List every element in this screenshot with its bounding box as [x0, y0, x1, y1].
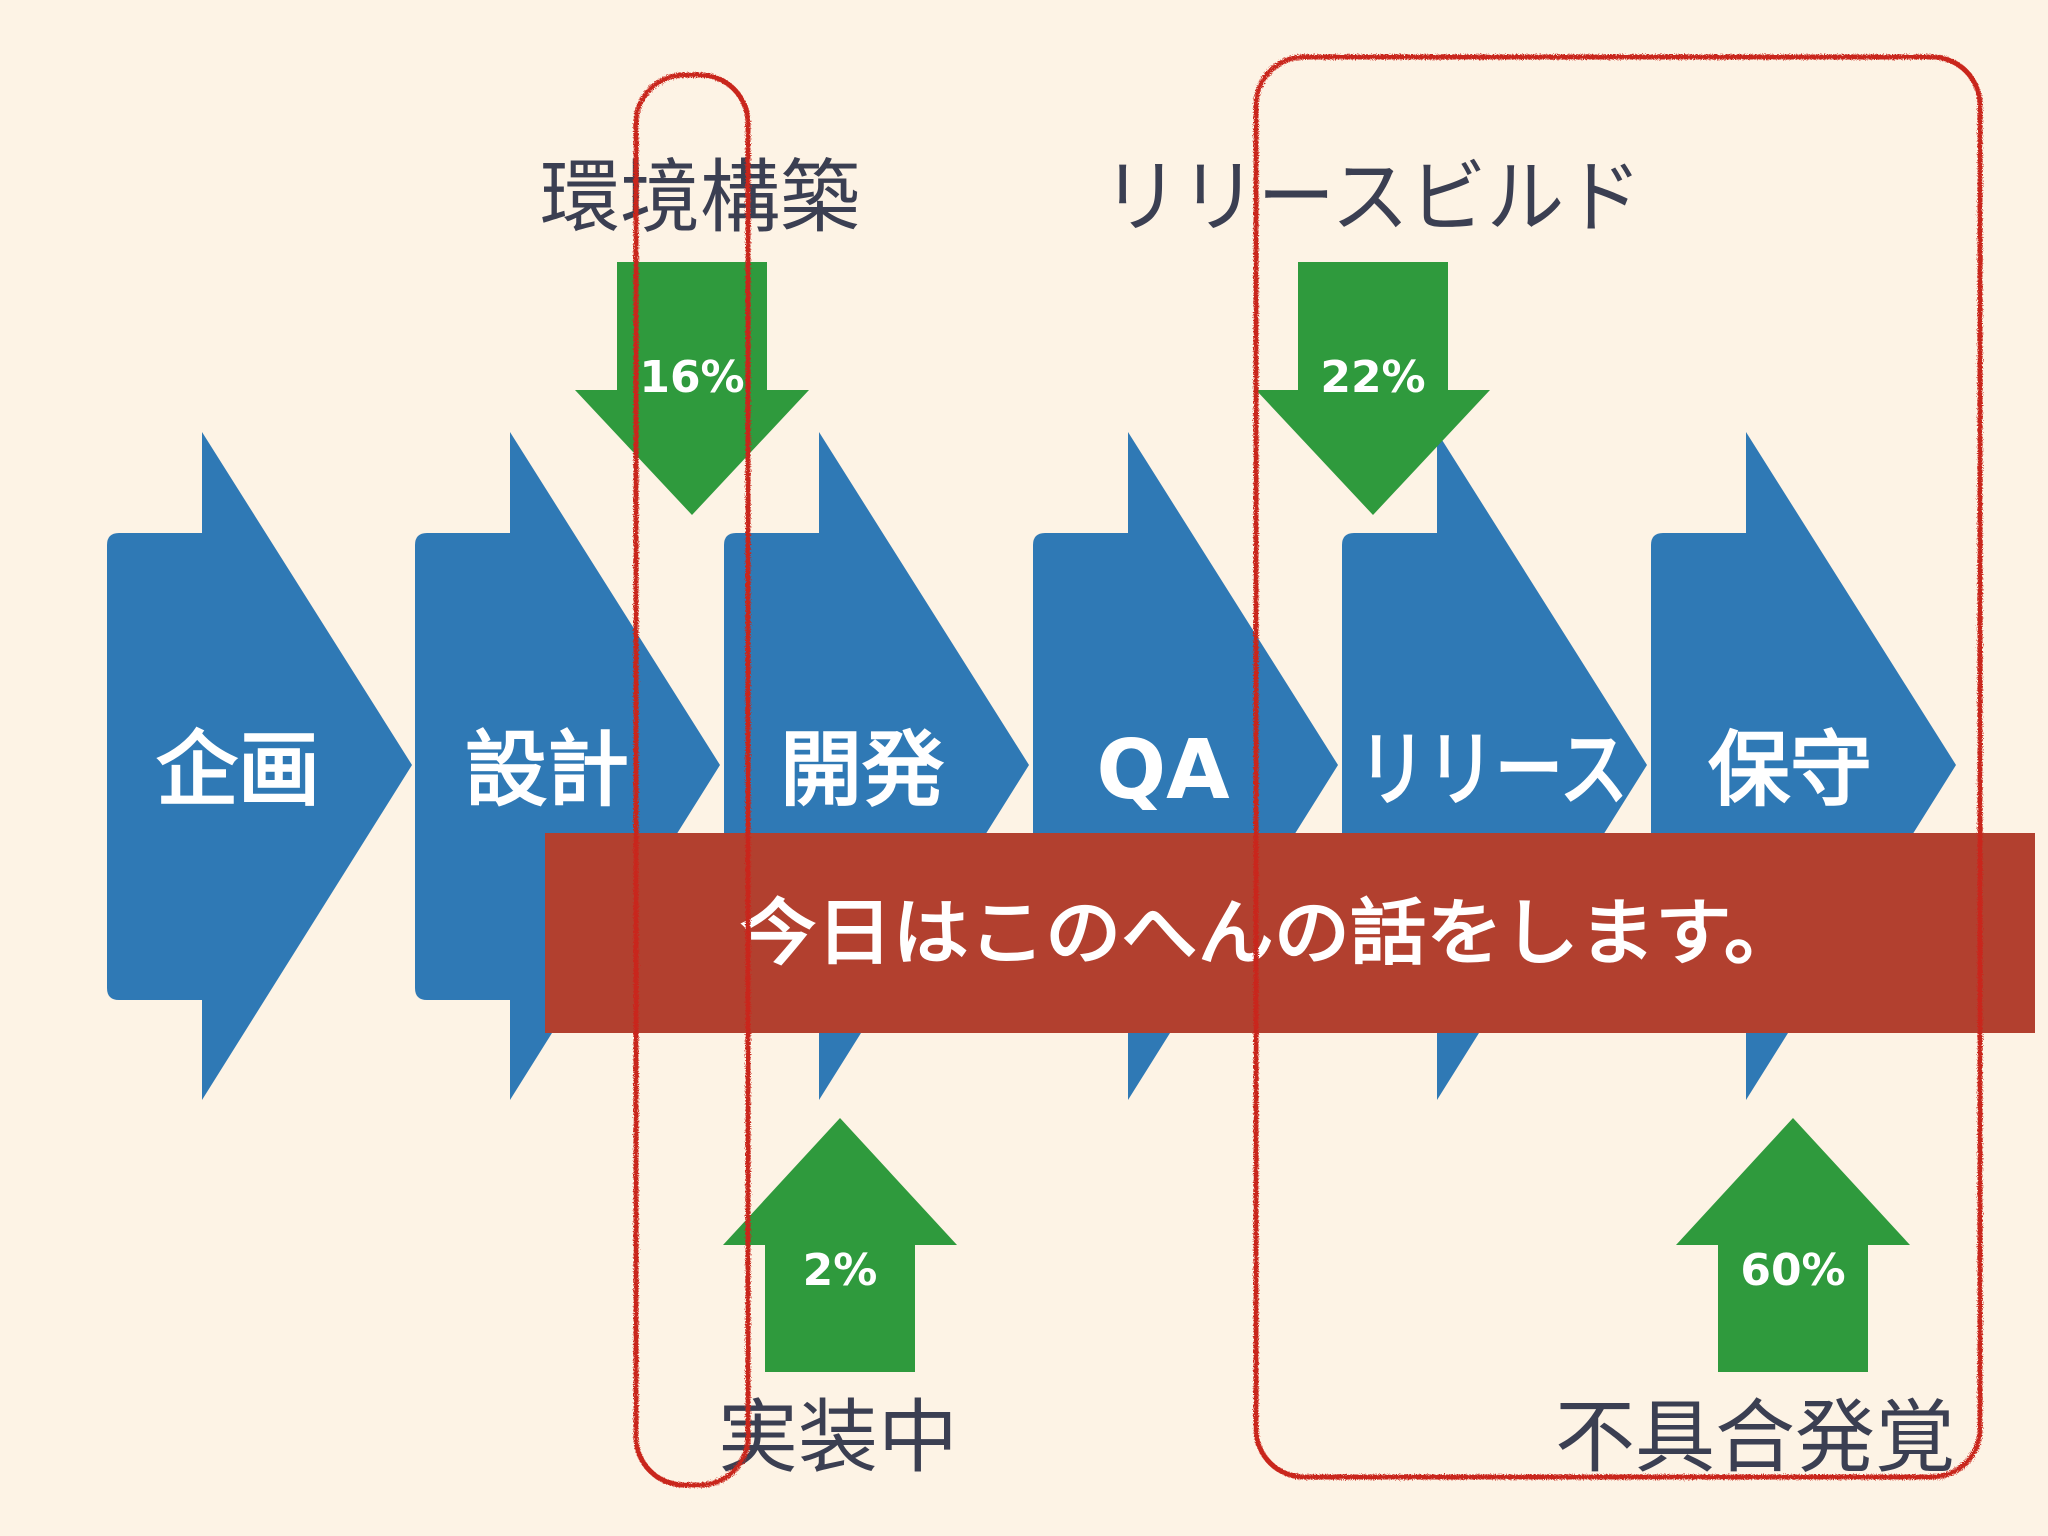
stage-label-design: 設計 [465, 723, 629, 818]
impact-arrow-implementation [723, 1118, 957, 1372]
caption-environment-setup: 環境構築 [540, 151, 860, 244]
percent-labels: 16% 22% 2% 60% [639, 352, 1845, 1296]
percent-label-release-build: 22% [1320, 352, 1425, 403]
caption-release-build: リリースビルド [1102, 151, 1642, 244]
percent-label-implementation: 2% [803, 1245, 878, 1296]
impact-arrow-bug-found [1676, 1118, 1910, 1372]
banner-text: 今日はこのへんの話をします。 [740, 891, 1800, 975]
percent-label-bug-found: 60% [1740, 1245, 1845, 1296]
caption-implementation: 実装中 [718, 1391, 958, 1484]
highlight-outlines [633, 54, 1983, 1488]
stage-labels: 企画 設計 開発 QA リリース 保守 [156, 723, 1872, 818]
stage-arrow-design [415, 432, 720, 1100]
stage-label-qa: QA [1096, 723, 1230, 818]
stage-label-development: 開発 [780, 723, 945, 818]
captions: 環境構築 リリースビルド 実装中 不具合発覚 [540, 151, 1955, 1484]
highlight-outline-environment [633, 72, 751, 1488]
percent-label-environment: 16% [639, 352, 744, 403]
stage-arrow-planning [107, 432, 412, 1100]
stage-label-maintenance: 保守 [1708, 723, 1872, 818]
stage-arrows [107, 432, 1956, 1100]
impact-arrow-release-build [1256, 262, 1490, 515]
stage-label-release: リリース [1358, 723, 1628, 818]
caption-bug-found: 不具合発覚 [1555, 1391, 1955, 1484]
stage-label-planning: 企画 [156, 723, 320, 818]
banner [545, 833, 2035, 1033]
highlight-outline-release-area [1253, 54, 1983, 1480]
